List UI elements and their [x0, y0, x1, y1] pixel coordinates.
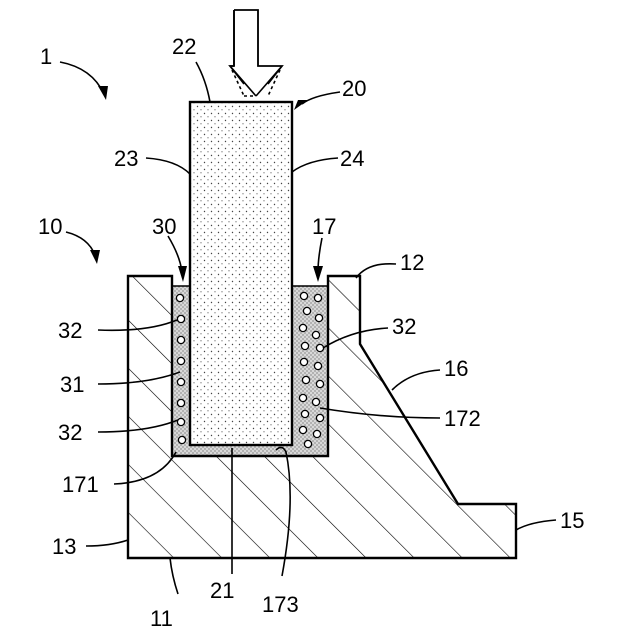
label-32-right: 32 [392, 314, 416, 339]
label-32-left-top: 32 [58, 318, 82, 343]
label-22: 22 [172, 34, 196, 59]
label-173: 173 [262, 592, 299, 617]
label-20: 20 [342, 76, 366, 101]
label-17: 17 [312, 214, 336, 239]
label-30: 30 [152, 214, 176, 239]
press-arrow-icon [230, 10, 282, 96]
label-21: 21 [210, 578, 234, 603]
adhesive-layer-bottom [172, 445, 328, 456]
inserted-member [190, 102, 292, 445]
label-16: 16 [444, 356, 468, 381]
label-13: 13 [52, 534, 76, 559]
label-11: 11 [150, 606, 173, 631]
label-23: 23 [114, 146, 138, 171]
label-31: 31 [60, 372, 84, 397]
label-24: 24 [340, 146, 364, 171]
label-10: 10 [38, 214, 62, 239]
label-172: 172 [444, 406, 481, 431]
label-12: 12 [400, 250, 424, 275]
label-171: 171 [62, 472, 99, 497]
adhesive-layer-left [172, 286, 190, 451]
label-1: 1 [40, 44, 52, 69]
label-15: 15 [560, 508, 584, 533]
label-32-left-bottom: 32 [58, 420, 82, 445]
